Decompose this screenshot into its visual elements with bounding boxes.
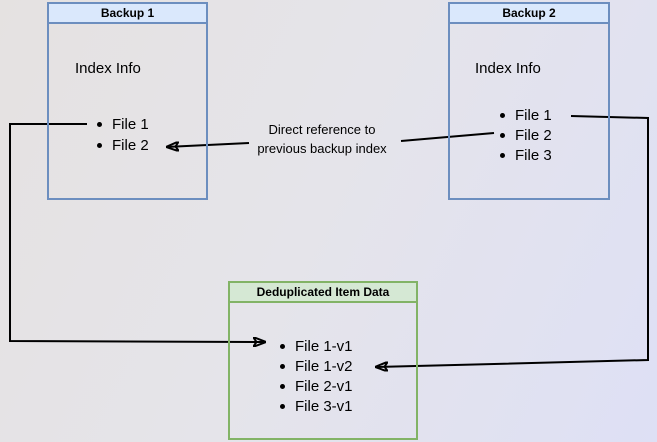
backup2-index-info-label: Index Info	[475, 60, 541, 77]
list-item: File 1-v2	[280, 357, 353, 377]
backup1-index-info-label: Index Info	[75, 60, 141, 77]
deduplicated-item-data-box: Deduplicated Item Data File 1-v1 File 1-…	[228, 281, 418, 440]
backup2-title: Backup 2	[450, 4, 608, 24]
backup1-title: Backup 1	[49, 4, 206, 24]
reference-label-line2: previous backup index	[257, 141, 387, 156]
list-item: File 2	[500, 126, 552, 146]
list-item: File 2-v1	[280, 377, 353, 397]
list-item: File 1-v1	[280, 337, 353, 357]
list-item: File 2	[97, 135, 149, 156]
backup2-file-list: File 1 File 2 File 3	[500, 106, 552, 166]
dedup-title: Deduplicated Item Data	[230, 283, 416, 303]
list-item: File 3-v1	[280, 397, 353, 417]
list-item: File 3	[500, 146, 552, 166]
backup1-file-list: File 1 File 2	[97, 114, 149, 156]
reference-label-line1: Direct reference to	[268, 122, 376, 137]
list-item: File 1	[500, 106, 552, 126]
dedup-file-list: File 1-v1 File 1-v2 File 2-v1 File 3-v1	[280, 337, 353, 417]
backup1-box: Backup 1 Index Info File 1 File 2	[47, 2, 208, 200]
reference-arrow-label: Direct reference to previous backup inde…	[232, 120, 412, 158]
backup2-box: Backup 2 Index Info File 1 File 2 File 3	[448, 2, 610, 200]
list-item: File 1	[97, 114, 149, 135]
